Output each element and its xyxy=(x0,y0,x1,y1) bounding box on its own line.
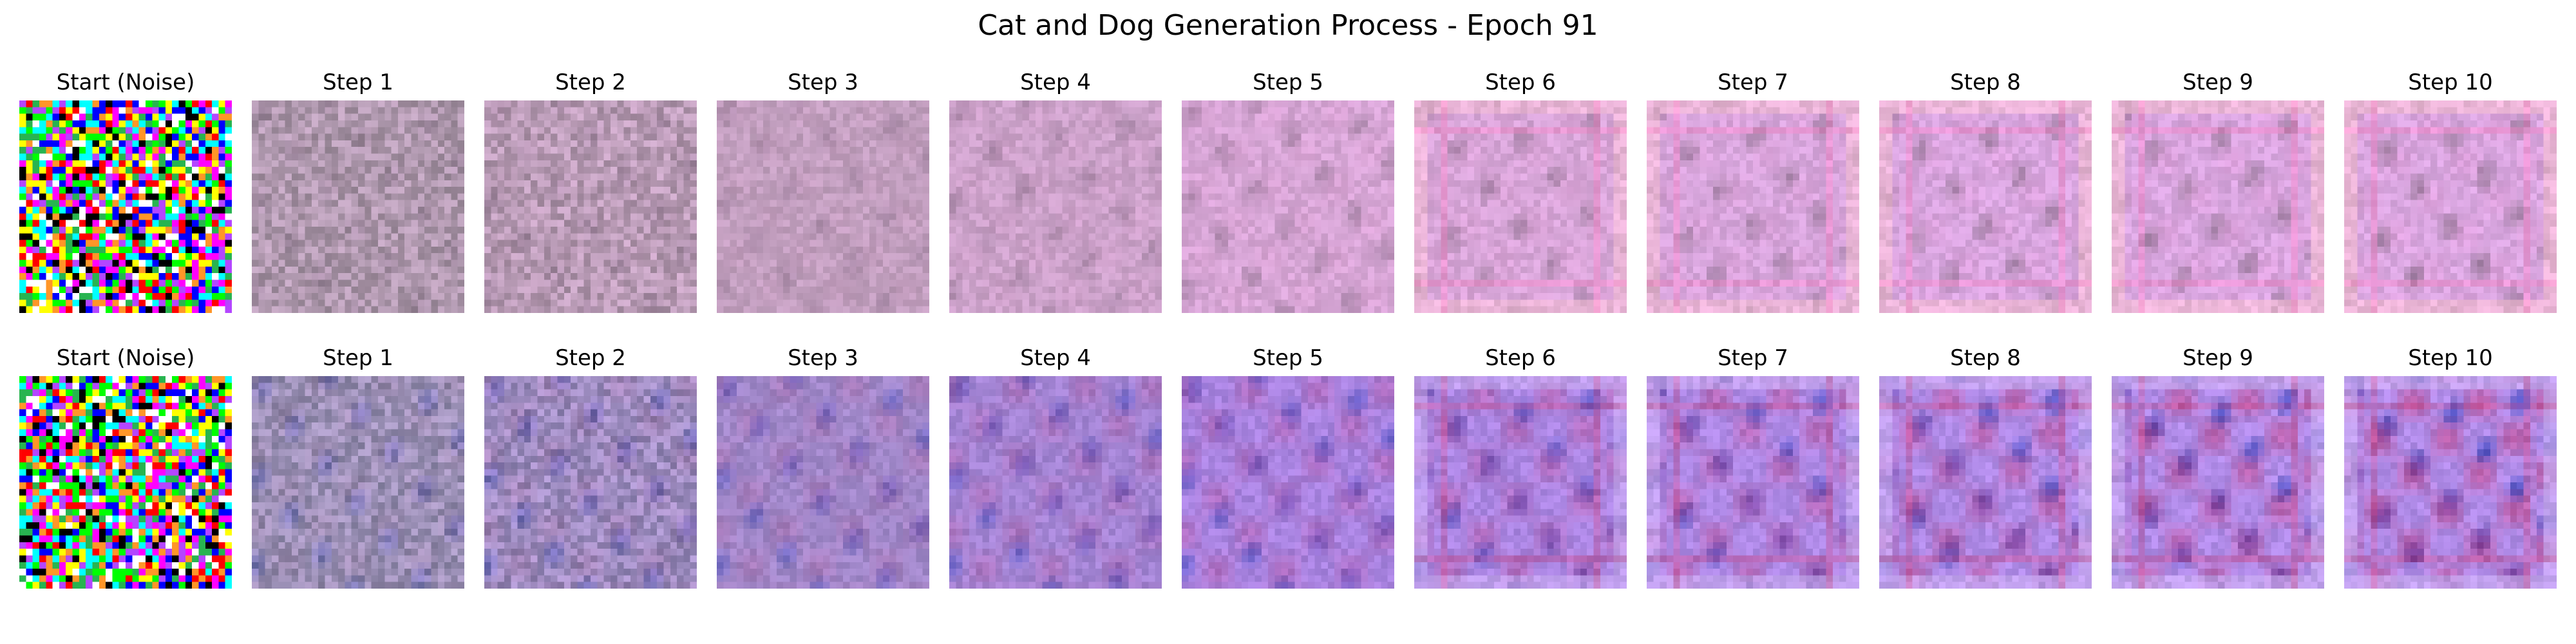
generated-image xyxy=(1647,100,1859,313)
panel-title: Step 10 xyxy=(2408,345,2493,371)
generated-image xyxy=(19,376,232,589)
panel-title: Step 3 xyxy=(788,345,858,371)
panel-row-1-step-1: Step 1 xyxy=(252,64,464,316)
panel-title: Step 1 xyxy=(323,345,393,371)
generated-image xyxy=(1647,376,1859,589)
panel-title: Step 9 xyxy=(2183,70,2253,95)
generated-image xyxy=(717,376,929,589)
generated-image xyxy=(1182,376,1394,589)
panel-title: Step 6 xyxy=(1485,70,1556,95)
panel-row-2-step-4: Step 4 xyxy=(949,340,1162,591)
panel-title: Step 5 xyxy=(1253,70,1323,95)
panel-row-1-step-3: Step 3 xyxy=(717,64,929,316)
panel-row-2-step-5: Step 5 xyxy=(1182,340,1394,591)
panel-title: Step 2 xyxy=(555,70,626,95)
panel-title: Step 7 xyxy=(1718,70,1788,95)
generated-image xyxy=(949,376,1162,589)
panel-title: Step 3 xyxy=(788,70,858,95)
panel-row-2-step-3: Step 3 xyxy=(717,340,929,591)
panel-row-2-step-2: Step 2 xyxy=(484,340,697,591)
panel-title: Step 9 xyxy=(2183,345,2253,371)
generated-image xyxy=(1414,376,1627,589)
panel-row-1-step-9: Step 9 xyxy=(2112,64,2324,316)
panel-row-2-step-9: Step 9 xyxy=(2112,340,2324,591)
generated-image xyxy=(252,376,464,589)
generation-panel-grid: Start (Noise) Step 1 Step 2 Step 3 Step … xyxy=(19,64,2563,616)
generated-image xyxy=(252,100,464,313)
panel-title: Step 4 xyxy=(1020,345,1091,371)
generated-image xyxy=(2344,376,2557,589)
panel-row-2-step-1: Step 1 xyxy=(252,340,464,591)
panel-title: Step 8 xyxy=(1950,345,2021,371)
panel-title: Step 6 xyxy=(1485,345,1556,371)
generated-image xyxy=(19,100,232,313)
panel-title: Step 4 xyxy=(1020,70,1091,95)
panel-row-1-step-2: Step 2 xyxy=(484,64,697,316)
panel-row-2-step-8: Step 8 xyxy=(1879,340,2092,591)
generated-image xyxy=(949,100,1162,313)
generated-image xyxy=(484,100,697,313)
panel-title: Step 5 xyxy=(1253,345,1323,371)
panel-title: Start (Noise) xyxy=(56,345,195,371)
panel-title: Step 8 xyxy=(1950,70,2021,95)
panel-title: Step 1 xyxy=(323,70,393,95)
panel-row-1-step-7: Step 7 xyxy=(1647,64,1859,316)
generated-image xyxy=(1414,100,1627,313)
generated-image xyxy=(484,376,697,589)
generated-image xyxy=(2112,100,2324,313)
panel-row-1-step-8: Step 8 xyxy=(1879,64,2092,316)
generation-row-1: Start (Noise) Step 1 Step 2 Step 3 Step … xyxy=(19,64,2563,316)
generated-image xyxy=(2112,376,2324,589)
panel-title: Step 10 xyxy=(2408,70,2493,95)
panel-title: Step 7 xyxy=(1718,345,1788,371)
panel-row-1-step-6: Step 6 xyxy=(1414,64,1627,316)
panel-row-1-step-5: Step 5 xyxy=(1182,64,1394,316)
generated-image xyxy=(2344,100,2557,313)
generated-image xyxy=(717,100,929,313)
generated-image xyxy=(1879,376,2092,589)
panel-row-1-step-10: Step 10 xyxy=(2344,64,2557,316)
panel-row-1-step-4: Step 4 xyxy=(949,64,1162,316)
panel-row-2-step-10: Step 10 xyxy=(2344,340,2557,591)
panel-row-2-start: Start (Noise) xyxy=(19,340,232,591)
panel-title: Start (Noise) xyxy=(56,70,195,95)
generation-row-2: Start (Noise) Step 1 Step 2 Step 3 Step … xyxy=(19,340,2563,591)
panel-row-1-start: Start (Noise) xyxy=(19,64,232,316)
panel-row-2-step-6: Step 6 xyxy=(1414,340,1627,591)
generated-image xyxy=(1879,100,2092,313)
figure-title: Cat and Dog Generation Process - Epoch 9… xyxy=(978,9,1598,42)
generated-image xyxy=(1182,100,1394,313)
panel-title: Step 2 xyxy=(555,345,626,371)
panel-row-2-step-7: Step 7 xyxy=(1647,340,1859,591)
